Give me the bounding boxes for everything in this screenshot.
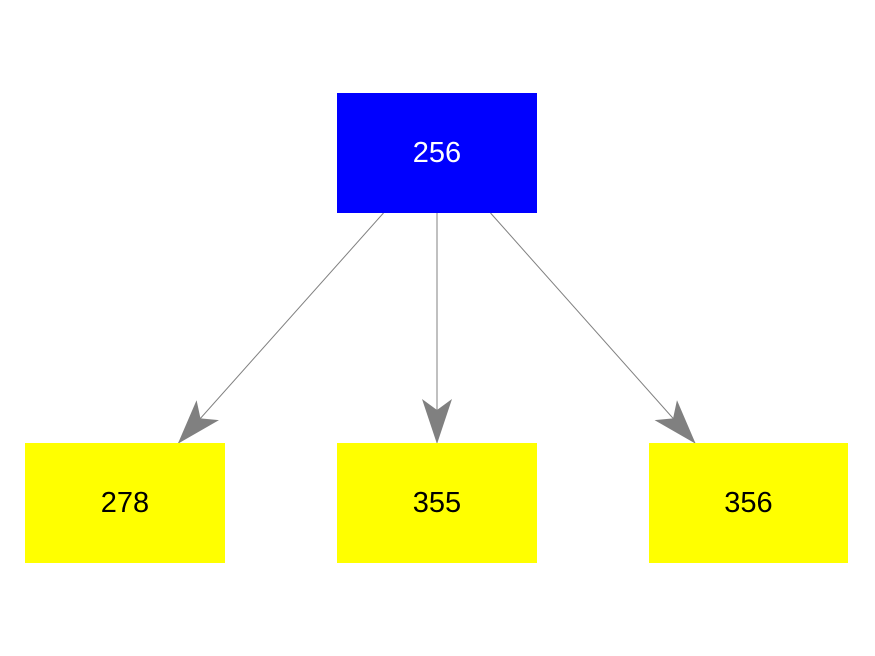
node-355-label: 355 [412,486,462,519]
node-356[interactable]: 356 [649,443,848,563]
node-278-label: 278 [100,486,150,519]
edge-256-278[interactable] [177,212,384,444]
node-355[interactable]: 355 [337,443,537,563]
edge-256-356[interactable] [490,212,696,444]
node-256[interactable]: 256 [337,93,537,213]
node-356-label: 356 [724,486,773,519]
node-278[interactable]: 278 [25,443,225,563]
node-256-label: 256 [412,136,462,169]
